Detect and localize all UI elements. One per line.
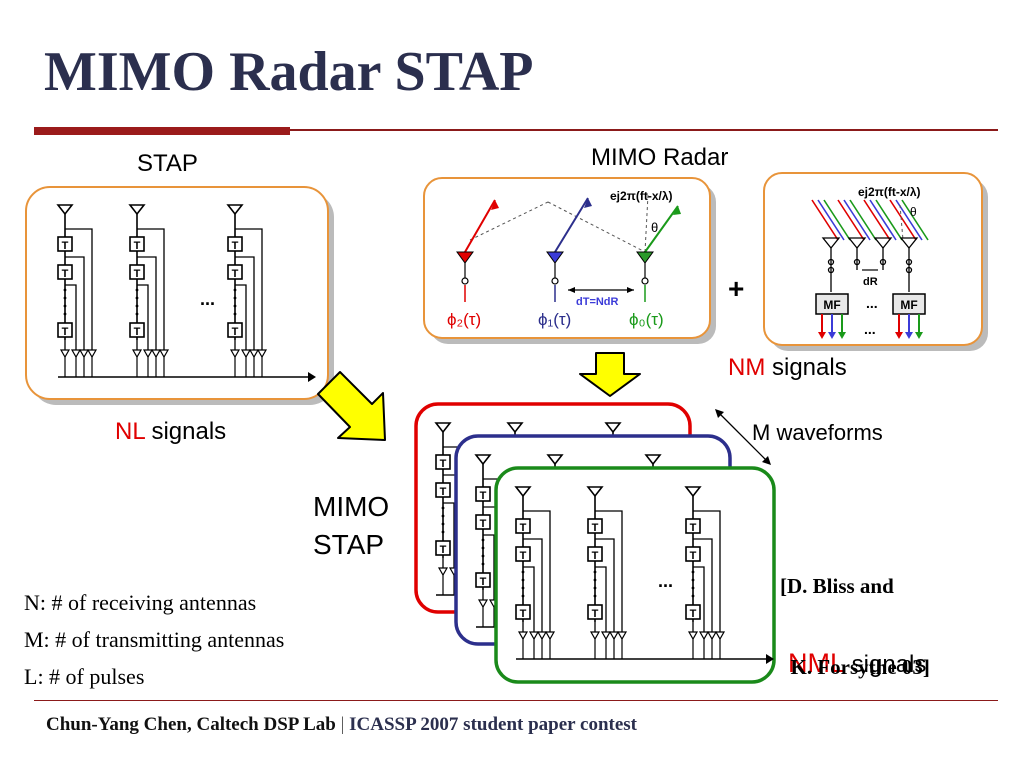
nml-signals-label: NML signals [788,648,927,678]
title-rule-accent [34,127,290,135]
nm-signals-label: NM signals [728,354,847,381]
mimo-rx-panel: ej2π(ft-x/λ) θ dR MF [763,172,988,351]
m-waveforms-arrow [715,409,771,465]
footer-separator: | [340,714,345,735]
svg-text:θ: θ [651,220,658,235]
mimo-stap-stack [414,402,776,684]
footer-conference: ICASSP 2007 student paper contest [349,714,637,735]
svg-text:ej2π(ft-x/λ): ej2π(ft-x/λ) [858,185,921,199]
slide-title: MIMO Radar STAP [44,41,534,103]
legend-item-m: M: # of transmitting antennas [24,627,285,652]
stap-label: STAP [137,150,198,177]
m-waveforms-label: M waveforms [752,420,883,445]
plus-sign: + [728,273,744,304]
svg-text:ej2π(ft-x/λ): ej2π(ft-x/λ) [610,189,673,203]
title-rule [34,129,998,131]
legend-item-l: L: # of pulses [24,664,145,689]
footer-rule [34,700,998,701]
mimo-stap-label: MIMO STAP [313,491,390,560]
svg-text:MF: MF [823,298,840,312]
legend-item-n: N: # of receiving antennas [24,590,257,615]
svg-text:θ: θ [910,205,917,219]
footer: Chun-Yang Chen, Caltech DSP Lab | ICASSP… [46,714,637,736]
mimo-radar-label: MIMO Radar [591,144,729,171]
footer-author: Chun-Yang Chen, Caltech DSP Lab [46,714,336,735]
svg-text:ϕ₁(τ): ϕ₁(τ) [538,310,571,329]
mimo-tx-panel: dT=NdR ϕ₂(τ) ϕ₁(τ) ϕ₀(τ) θ ej2π(ft-x/λ) [423,177,716,344]
diagonal-arrow [317,371,386,441]
svg-text:dR: dR [863,276,878,288]
svg-text:+: + [728,273,744,304]
svg-text:MF: MF [900,298,917,312]
nl-signals-label: NL signals [115,418,227,445]
svg-text:dT=NdR: dT=NdR [576,296,619,308]
svg-text:ϕ₂(τ): ϕ₂(τ) [447,310,481,329]
svg-text:...: ... [866,295,878,311]
svg-text:...: ... [864,321,876,337]
down-arrow [579,352,641,397]
legend-list: N: # of receiving antennas M: # of trans… [24,584,284,695]
stap-panel [25,186,334,405]
reference-citation: [D. Bliss and K. Forsythe 03] [780,574,930,679]
svg-text:ϕ₀(τ): ϕ₀(τ) [629,310,664,329]
